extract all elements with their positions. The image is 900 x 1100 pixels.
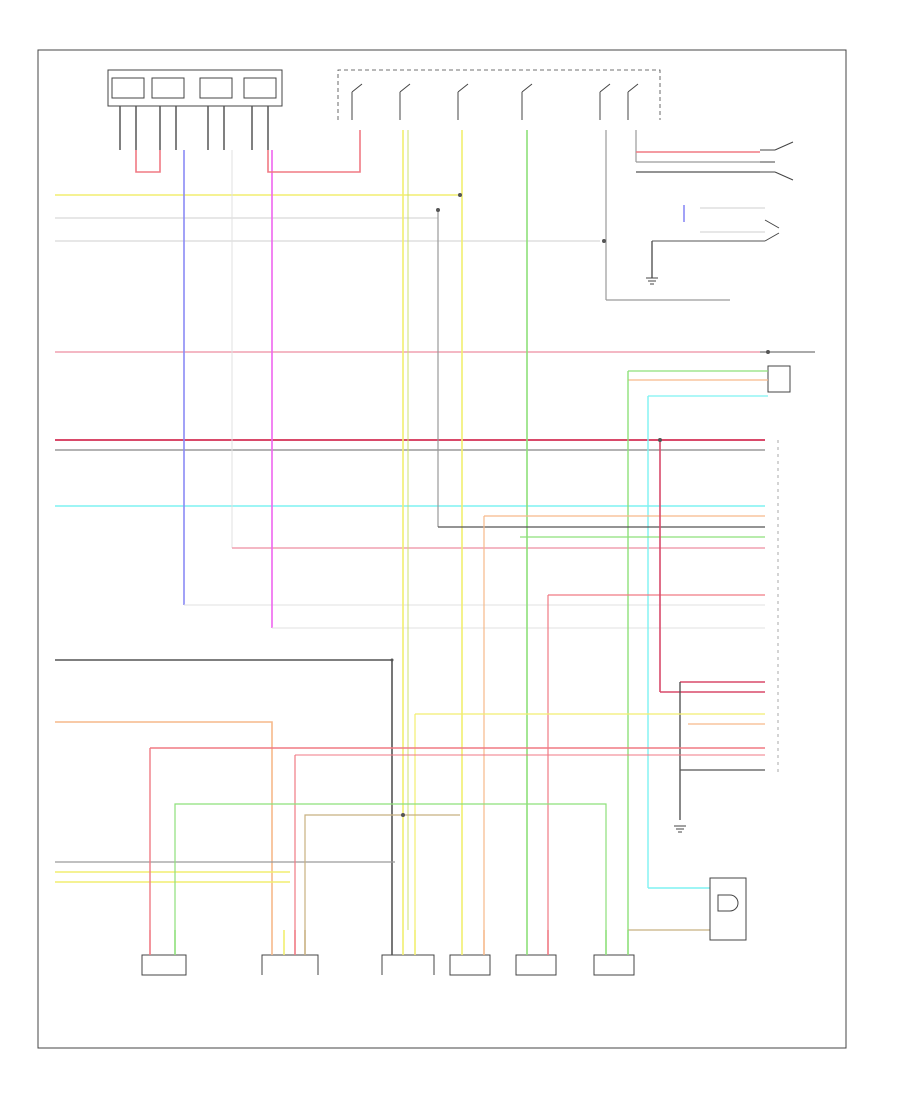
lower-routes xyxy=(174,803,710,931)
wire-dark xyxy=(55,659,393,930)
speed-sensor xyxy=(709,877,747,941)
wire-fuse-yellow xyxy=(402,130,409,930)
component-2 xyxy=(261,954,319,975)
splice-points xyxy=(390,193,770,817)
wire-bottom-trio xyxy=(55,861,395,883)
sensor-connector xyxy=(627,365,791,930)
wire-fuse-right xyxy=(635,130,760,173)
component-drops xyxy=(149,930,629,955)
pcm-wires xyxy=(149,210,765,930)
wire-relay-blue xyxy=(183,150,765,606)
component-6 xyxy=(593,954,635,976)
wire-red-dark-pair xyxy=(55,439,765,451)
component-1 xyxy=(141,954,187,976)
switch-upper xyxy=(760,141,794,181)
relay-1 xyxy=(111,77,145,99)
wire-orange xyxy=(55,721,273,930)
relay-3 xyxy=(199,77,233,99)
diagram-border xyxy=(37,49,847,1049)
component-5 xyxy=(515,954,557,976)
wire-fuse-gray xyxy=(605,130,730,301)
fuse-block xyxy=(337,69,661,120)
ground-symbol-2 xyxy=(674,825,686,833)
relay-2 xyxy=(151,77,185,99)
component-3 xyxy=(381,954,435,975)
wire-relay-magenta xyxy=(267,130,765,629)
switch-lower xyxy=(651,205,780,278)
relay-box xyxy=(107,69,283,150)
ground-symbol-1 xyxy=(646,277,658,285)
component-4 xyxy=(449,954,491,976)
wire-relay-red xyxy=(135,150,161,173)
relay-4 xyxy=(243,77,277,99)
wire-relay-light xyxy=(231,150,765,549)
